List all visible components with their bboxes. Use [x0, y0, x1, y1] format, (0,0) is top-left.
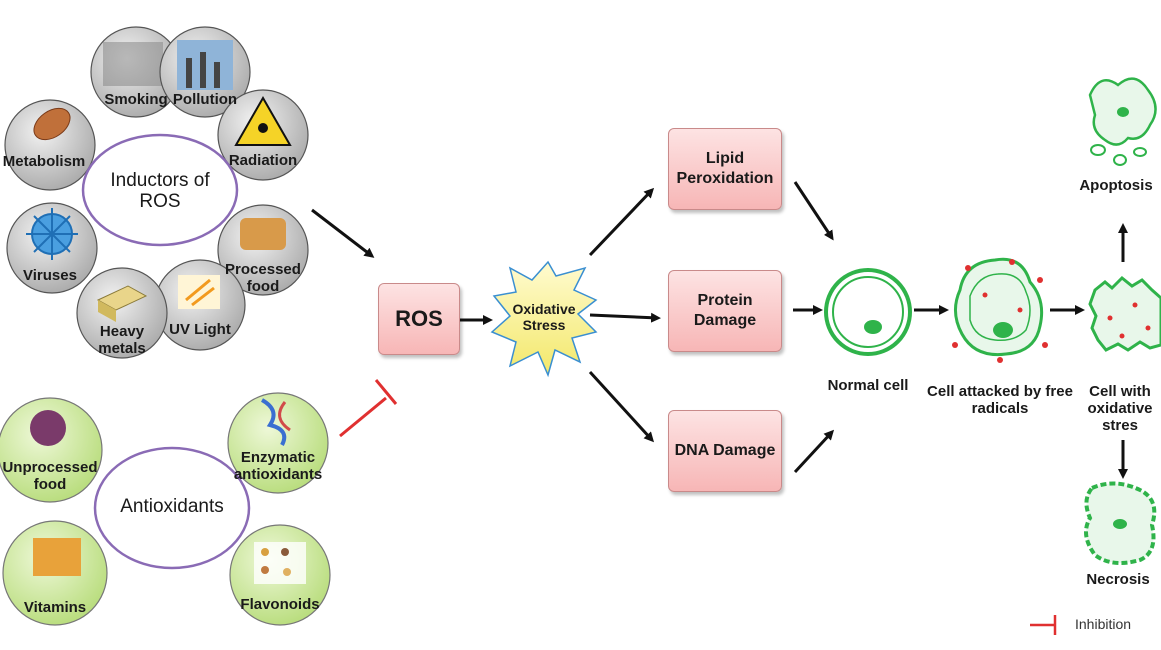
label-pollution: Pollution [172, 91, 238, 108]
inductor-circle-radiation [217, 89, 309, 181]
necrosis-cell-icon [1084, 481, 1157, 566]
arrow-lipid-to-cell [793, 181, 834, 241]
inductor-circle-pollution [159, 26, 251, 118]
arrow-stress-to-protein [589, 312, 661, 323]
label-radiation: Radiation [228, 152, 298, 169]
vitamins-icon [33, 538, 81, 576]
label-stressed-cell: Cell with oxidative stres [1087, 383, 1153, 434]
protein-damage-box: Protein Damage [668, 270, 782, 352]
antioxidant-circle-unprocessed-food [0, 397, 103, 503]
label-normal-cell: Normal cell [827, 377, 909, 394]
label-attacked-cell: Cell attacked by free radicals [927, 383, 1073, 417]
arrow-inductors-to-ros [311, 208, 375, 258]
label-viruses: Viruses [23, 267, 77, 284]
lipid-peroxidation-box: Lipid Peroxidation [668, 128, 782, 210]
antioxidant-circle-enzymatic [227, 392, 329, 494]
inductor-circle-processed-food [217, 204, 309, 296]
label-apoptosis: Apoptosis [1079, 177, 1153, 194]
inductor-circle-metabolism [4, 99, 96, 191]
dna-damage-box: DNA Damage [668, 410, 782, 492]
label-necrosis: Necrosis [1086, 571, 1150, 588]
flavonoids-icon [254, 542, 306, 584]
label-enzymatic-antioxidants: Enzymatic antioxidants [233, 449, 323, 483]
label-metabolism: Metabolism [2, 153, 86, 170]
antioxidants-oval [93, 446, 251, 570]
enzyme-icon [260, 398, 287, 446]
antioxidant-circle-vitamins [2, 520, 108, 626]
label-vitamins: Vitamins [23, 599, 87, 616]
oxidative-stress-label: Oxidative Stress [512, 301, 576, 333]
berries-icon [30, 410, 66, 446]
antioxidants-title: Antioxidants [120, 496, 224, 517]
inhibition-antioxidants-to-ros [339, 396, 387, 438]
legend-inhibition-label: Inhibition [1075, 616, 1132, 632]
attacked-cell-icon [952, 257, 1048, 363]
inductors-title: Inductors of ROS [110, 170, 210, 213]
uv-light-icon [178, 275, 220, 309]
inductor-circle-smoking [90, 26, 182, 118]
ros-box: ROS [378, 283, 460, 355]
label-unprocessed-food: Unprocessed food [2, 459, 98, 493]
label-heavy-metals: Heavy metals [98, 323, 146, 357]
oxidative-stress-burst [490, 260, 598, 378]
inductor-circle-heavy-metals [76, 267, 168, 359]
label-smoking: Smoking [104, 91, 168, 108]
normal-cell-icon [824, 268, 912, 356]
stressed-cell-icon [1088, 275, 1161, 352]
arrow-stress-to-dna [588, 370, 655, 443]
arrow-dna-to-cell [793, 429, 835, 474]
apoptosis-cell-icon [1088, 77, 1157, 166]
mitochondria-icon [33, 107, 71, 141]
label-uv-light: UV Light [169, 321, 231, 338]
label-processed-food: Processed food [225, 261, 301, 295]
radiation-icon [234, 95, 292, 146]
antioxidant-circle-flavonoids [229, 524, 331, 626]
label-flavonoids: Flavonoids [240, 596, 320, 613]
smoking-icon [103, 42, 163, 86]
food-icon [240, 218, 286, 250]
arrow-stress-to-lipid [588, 187, 655, 257]
metal-bars-icon [96, 285, 148, 311]
inductors-oval [81, 133, 239, 247]
inductor-circle-viruses [6, 202, 98, 294]
